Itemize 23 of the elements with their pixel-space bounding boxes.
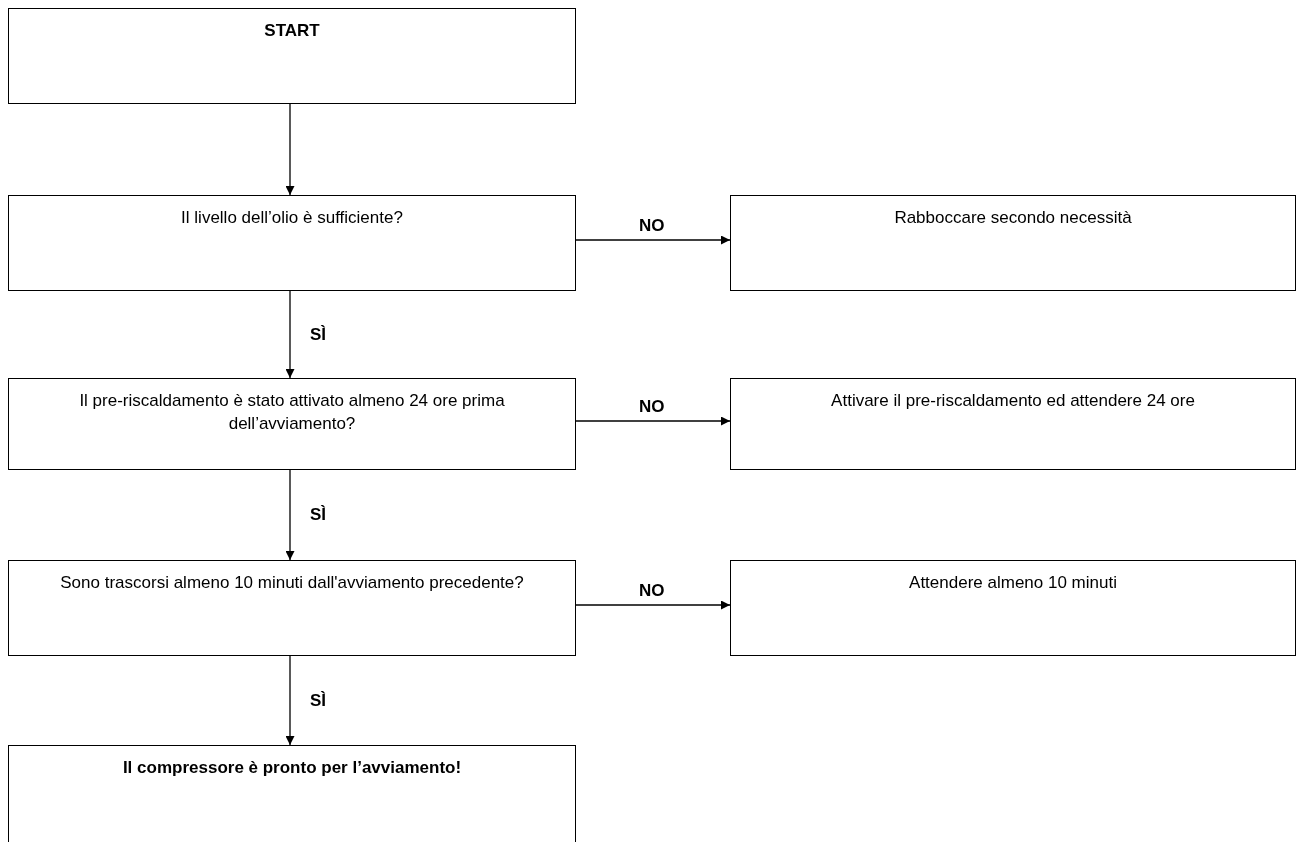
- process-box: [8, 745, 576, 842]
- arrow: [285, 469, 295, 561]
- process-box: [730, 560, 1296, 656]
- box-text: Il pre-riscaldamento è stato attivato almeno 24 ore prima dell’avviamento?: [78, 390, 506, 435]
- arrow: [575, 416, 731, 426]
- box-text: Attivare il pre-riscaldamento ed attendere 24 ore: [831, 390, 1195, 412]
- process-box: [8, 195, 576, 291]
- process-box: [8, 8, 576, 104]
- box-text: Sono trascorsi almeno 10 minuti dall'avviamento precedente?: [60, 572, 524, 594]
- process-box: [8, 378, 576, 470]
- arrow: [285, 290, 295, 379]
- box-text: START: [264, 20, 320, 42]
- arrow: [575, 600, 731, 610]
- arrow: [285, 655, 295, 746]
- box-text: Rabboccare secondo necessità: [894, 207, 1132, 229]
- box-text: Il compressore è pronto per l’avviamento!: [122, 757, 462, 779]
- box-text: Attendere almeno 10 minuti: [909, 572, 1117, 594]
- process-box: [730, 195, 1296, 291]
- arrow: [285, 103, 295, 196]
- process-box: [730, 378, 1296, 470]
- process-box: [8, 560, 576, 656]
- arrow: [575, 235, 731, 245]
- box-text: Il livello dell’olio è sufficiente?: [181, 207, 403, 229]
